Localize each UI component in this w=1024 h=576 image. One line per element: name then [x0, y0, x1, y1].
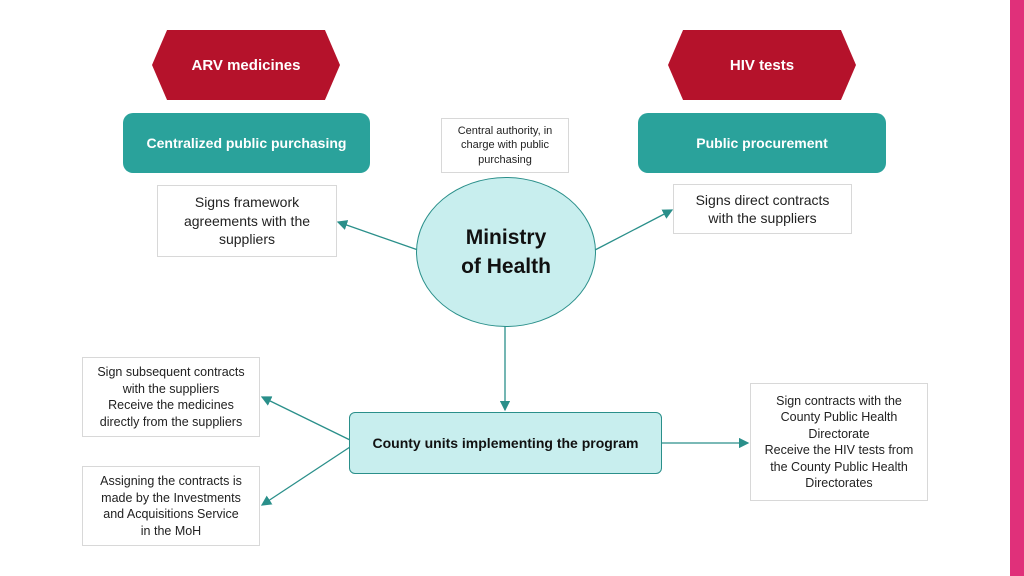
- ministry-of-health-node: Ministry of Health: [416, 177, 596, 327]
- arrow-to-direct-note: [594, 209, 674, 251]
- centralized-purchasing-box: Centralized public purchasing: [123, 113, 370, 173]
- subsequent-contracts-note: Sign subsequent contracts with the suppl…: [82, 357, 260, 437]
- ministry-of-health-label: Ministry of Health: [461, 225, 551, 278]
- direct-contracts-text: Signs direct contracts with the supplier…: [695, 191, 830, 226]
- arv-medicines-header: ARV medicines: [152, 30, 340, 100]
- hiv-tests-header: HIV tests: [668, 30, 856, 100]
- direct-contracts-note: Signs direct contracts with the supplier…: [673, 184, 852, 234]
- centralized-purchasing-label: Centralized public purchasing: [146, 135, 347, 151]
- arrow-to-framework-note: [336, 220, 419, 251]
- public-procurement-box: Public procurement: [638, 113, 886, 173]
- county-units-label: County units implementing the program: [372, 435, 639, 451]
- framework-agreements-note: Signs framework agreements with the supp…: [157, 185, 337, 257]
- subsequent-contracts-text: Sign subsequent contracts with the suppl…: [97, 365, 245, 429]
- central-authority-text: Central authority, in charge with public…: [457, 124, 553, 166]
- county-units-node: County units implementing the program: [349, 412, 662, 474]
- arrow-to-subsequent-note: [260, 396, 351, 441]
- public-procurement-label: Public procurement: [696, 135, 828, 151]
- accent-bar: [1010, 0, 1024, 576]
- assigning-contracts-note: Assigning the contracts is made by the I…: [82, 466, 260, 546]
- county-contracts-note: Sign contracts with the County Public He…: [750, 383, 928, 501]
- assigning-contracts-text: Assigning the contracts is made by the I…: [100, 474, 242, 538]
- hiv-tests-label: HIV tests: [729, 56, 795, 74]
- arv-medicines-label: ARV medicines: [191, 56, 301, 74]
- arrow-to-assigning-note: [260, 446, 351, 506]
- county-contracts-text: Sign contracts with the County Public He…: [764, 393, 914, 491]
- framework-agreements-text: Signs framework agreements with the supp…: [183, 194, 311, 248]
- central-authority-note: Central authority, in charge with public…: [441, 118, 569, 173]
